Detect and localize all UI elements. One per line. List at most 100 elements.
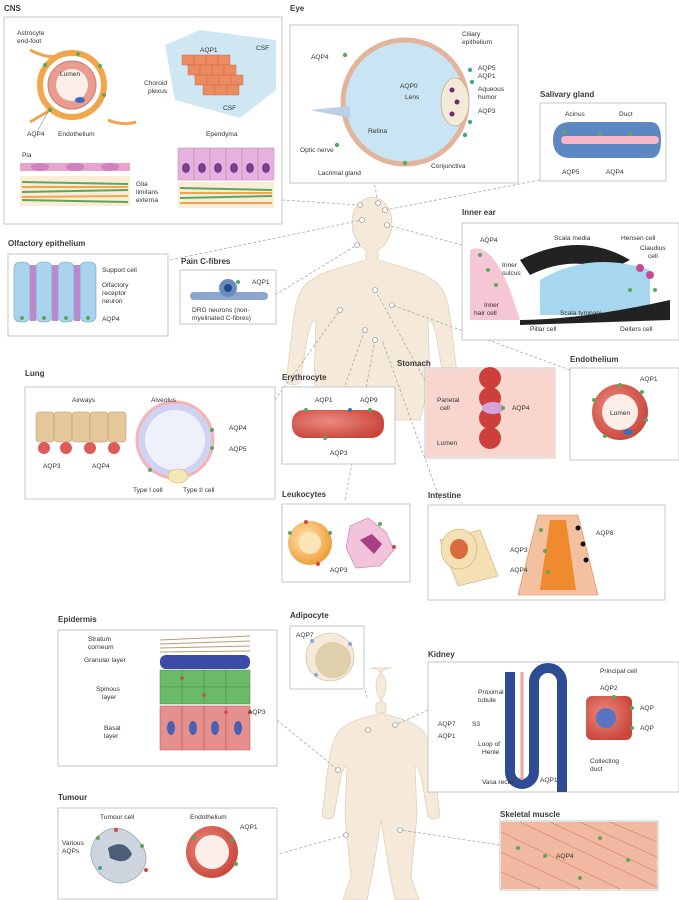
erythrocyte-aqp3-label: AQP3	[330, 450, 348, 457]
lung-airways-label: Airways	[72, 397, 96, 404]
adipocyte-title: Adipocyte	[290, 611, 329, 620]
inner-ear-panel: Inner ear AQP4 Scala media Hensen cell C…	[462, 208, 679, 340]
intestine-aqp8-label: AQP8	[596, 530, 614, 537]
intestine-aqp4-label: AQP4	[510, 567, 528, 574]
epidermis-granular-label: Granular layer	[84, 657, 127, 664]
cns-title: CNS	[4, 4, 22, 13]
lung-alveolus-label: Alveolus	[151, 397, 177, 404]
stomach-cell-label: cell	[440, 405, 450, 412]
epidermis-basal-label: Basal	[104, 725, 121, 732]
cns-pia-label: Pia	[22, 152, 32, 159]
olfactory-orn3-label: neuron	[102, 298, 123, 305]
eye-retina-label: Retina	[368, 128, 387, 135]
kidney-vasa-label: Vasa recta	[482, 779, 513, 786]
eye-lacrimal-label: Lacrimal gland	[318, 170, 361, 177]
leukocytes-panel: Leukocytes AQP3	[282, 490, 410, 582]
kidney-proximal-label: Proximal	[478, 689, 504, 696]
epidermis-title: Epidermis	[58, 615, 97, 624]
leukocytes-aqp3-label: AQP3	[330, 567, 348, 574]
pain-panel: Pain C-fibres AQP1 DRG neurons (non- mye…	[180, 257, 276, 324]
eye-conjunctiva-label: Conjunctiva	[431, 163, 466, 170]
eye-aqp3-label: AQP3	[478, 108, 496, 115]
olfactory-panel: Olfactory epithelium Support cell Olfact…	[8, 239, 168, 336]
eye-humor-label: humor	[478, 94, 497, 101]
inner-ear-aqp4-label: AQP4	[480, 237, 498, 244]
skeletal-title: Skeletal muscle	[500, 810, 561, 819]
inner-ear-inner-label: Inner	[502, 262, 518, 269]
cns-externa-label: externa	[136, 197, 158, 204]
inner-ear-hensen-label: Hensen cell	[621, 235, 656, 242]
lung-aqp5-label: AQP5	[229, 446, 247, 453]
cns-limitans-label: limitans	[136, 189, 159, 196]
epidermis-aqp3-label: AQP3	[248, 709, 266, 716]
cns-csf1-label: CSF	[256, 45, 269, 52]
cns-csf2-label: CSF	[223, 105, 236, 112]
inner-ear-deiters-label: Deiters cell	[620, 326, 653, 333]
endothelium-panel: Endothelium AQP1 Lumen	[570, 355, 679, 460]
olfactory-aqp4-label: AQP4	[102, 316, 120, 323]
tumour-aqp1-label: AQP1	[240, 824, 258, 831]
salivary-acinus-label: Acinus	[565, 111, 585, 118]
tumour-title: Tumour	[58, 793, 87, 802]
tumour-aqps-label: AQPs	[62, 848, 80, 855]
cns-panel: CNS Astrocyte end-foot Lumen AQP4 Endoth…	[4, 4, 282, 224]
intestine-panel: Intestine AQP8 AQP3 AQP4	[428, 491, 665, 600]
intestine-title: Intestine	[428, 491, 461, 500]
olfactory-orn2-label: receptor	[102, 290, 127, 297]
inner-ear-scala-tympani-label: Scala tympani	[560, 310, 602, 317]
kidney-aqp2-label: AQP2	[600, 685, 618, 692]
epidermis-spinous-layer-label: layer	[102, 694, 117, 701]
erythrocyte-title: Erythrocyte	[282, 373, 327, 382]
tumour-panel: Tumour Tumour cell Endothelium AQP1 Vari…	[58, 793, 277, 899]
kidney-aqp1b-label: AQP1	[540, 777, 558, 784]
olfactory-orn1-label: Olfactory	[102, 282, 129, 289]
kidney-panel: Kidney Proximal tubule AQP7 S3 AQP1 Loop…	[428, 650, 679, 792]
endothelium-title: Endothelium	[570, 355, 618, 364]
cns-endfoot-label: end-foot	[17, 38, 41, 45]
stomach-aqp4-label: AQP4	[512, 405, 530, 412]
skeletal-muscle-panel: Skeletal muscle AQP4	[500, 810, 658, 890]
pain-drg1-label: DRG neurons (non-	[192, 307, 250, 314]
adipocyte-panel: Adipocyte AQP7	[290, 611, 364, 689]
eye-aqueous-label: Aqueous	[478, 86, 505, 93]
eye-aqp4-label: AQP4	[311, 54, 329, 61]
leukocytes-title: Leukocytes	[282, 490, 327, 499]
cns-ependyma-label: Ependyma	[206, 131, 238, 138]
tumour-various-label: Various	[62, 840, 85, 847]
kidney-aqp7-label: AQP7	[438, 721, 456, 728]
endothelium-lumen-label: Lumen	[610, 410, 630, 417]
adipocyte-aqp7-label: AQP7	[296, 632, 314, 639]
kidney-duct-label: duct	[590, 766, 603, 773]
lung-type1-label: Type I cell	[133, 487, 163, 494]
lung-aqp4b-label: AQP4	[92, 463, 110, 470]
salivary-aqp4-label: AQP4	[606, 169, 624, 176]
stomach-lumen-label: Lumen	[437, 440, 457, 447]
olfactory-support-label: Support cell	[102, 267, 137, 274]
tumour-cell-label: Tumour cell	[100, 814, 135, 821]
olfactory-title: Olfactory epithelium	[8, 239, 85, 248]
eye-optic-label: Optic nerve	[300, 147, 334, 154]
kidney-collecting-label: Collecting	[590, 758, 619, 765]
kidney-aqp-r2-label: AQP	[640, 725, 655, 732]
pain-aqp1-label: AQP1	[252, 279, 270, 286]
eye-title: Eye	[290, 4, 305, 13]
cns-endothelium-label: Endothelium	[58, 131, 95, 138]
stomach-title: Stomach	[397, 359, 431, 368]
lung-title: Lung	[25, 369, 45, 378]
epidermis-spinous-label: Spinous	[96, 686, 121, 693]
epidermis-stratum-label: Stratum	[88, 636, 112, 643]
lung-aqp4a-label: AQP4	[229, 425, 247, 432]
kidney-henle-label: Henle	[482, 749, 500, 756]
skeletal-aqp4-label: AQP4	[556, 853, 574, 860]
kidney-aqp1a-label: AQP1	[438, 733, 456, 740]
pain-title: Pain C-fibres	[181, 257, 231, 266]
inner-ear-hair-cell-label: hair cell	[474, 310, 497, 317]
eye-epithelium-label: epithelium	[462, 39, 493, 46]
kidney-aqp-r1-label: AQP	[640, 705, 655, 712]
cns-choroid-label: Choroid	[144, 80, 167, 87]
salivary-aqp5-label: AQP5	[562, 169, 580, 176]
salivary-title: Salivary gland	[540, 90, 594, 99]
cns-aqp1-label: AQP1	[200, 47, 218, 54]
erythrocyte-aqp9-label: AQP9	[360, 397, 378, 404]
eye-aqp1-label: AQP1	[478, 73, 496, 80]
